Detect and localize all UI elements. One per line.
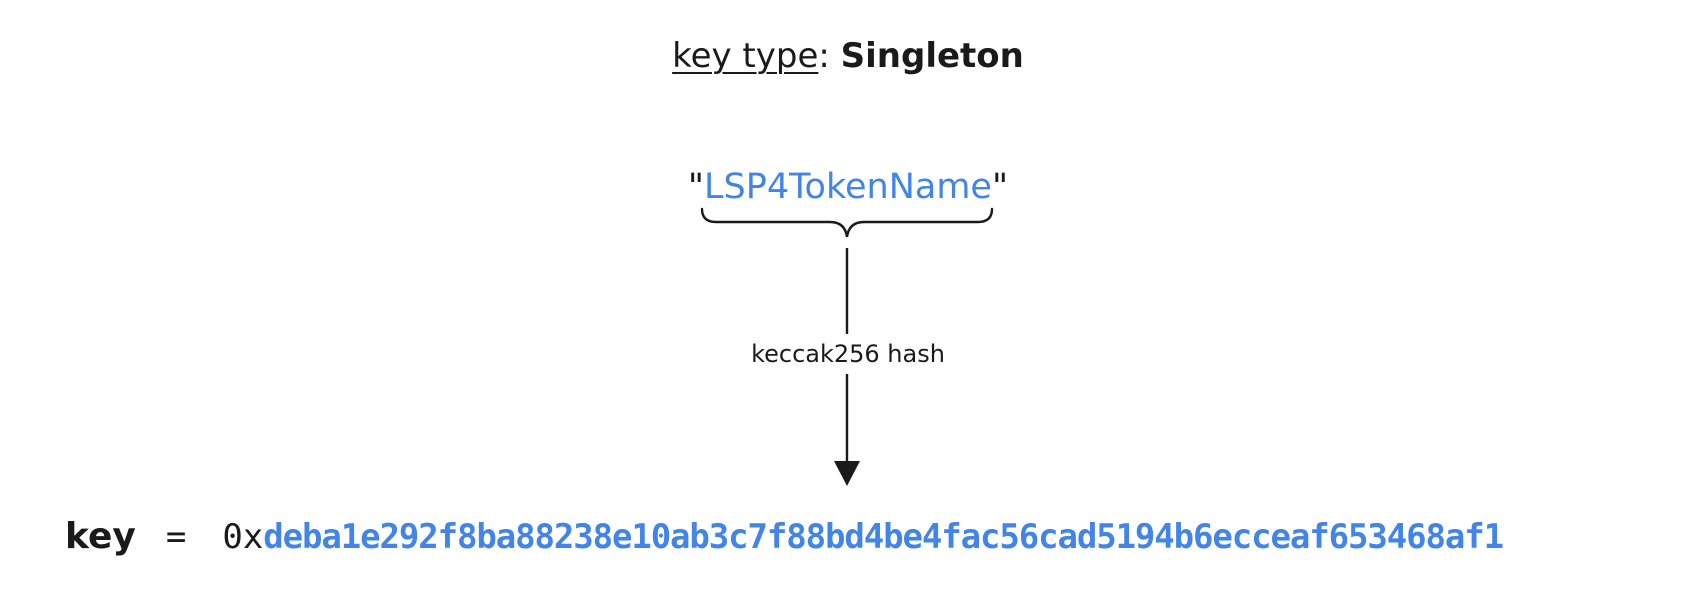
curly-brace-icon [700,207,994,238]
result-key-line: key = 0xdeba1e292f8ba88238e10ab3c7f88bd4be… [65,514,1504,560]
key-type-heading: key type: Singleton [0,34,1696,78]
hash-function-label: keccak256 hash [751,340,945,368]
result-key-label: key [65,516,136,557]
arrow-down-icon [834,461,860,486]
key-type-value: Singleton [840,36,1024,76]
equals-sign: = [165,517,187,557]
source-string: "LSP4TokenName" [0,164,1696,210]
close-quote: " [991,167,1009,207]
open-quote: " [687,167,705,207]
key-type-separator: : [818,36,841,76]
source-name: LSP4TokenName [704,167,992,207]
hex-prefix: 0x [222,517,264,557]
hash-value: deba1e292f8ba88238e10ab3c7f88bd4be4fac56… [263,517,1504,557]
key-type-label: key type [672,36,819,76]
